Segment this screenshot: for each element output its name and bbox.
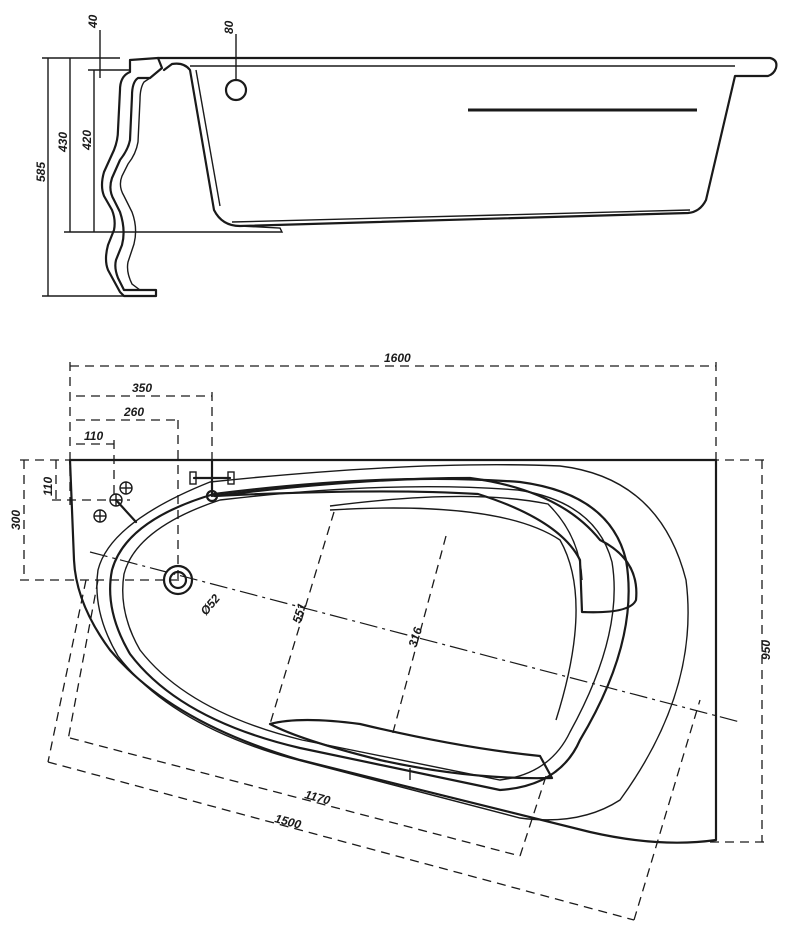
drain-inner	[168, 570, 188, 590]
footrest	[268, 718, 554, 780]
dim-line-1500	[47, 761, 635, 921]
dim-label-430: 430	[56, 132, 70, 153]
dim-label-80: 80	[222, 20, 236, 34]
tub-outer-outline	[68, 458, 718, 844]
dim-ext-1500-left	[47, 579, 87, 763]
dim-label-drain-hole: Ø52	[198, 591, 224, 618]
dim-label-1170: 1170	[303, 787, 332, 807]
dim-ext-1170-right	[519, 769, 549, 857]
tub-bottom-edge	[239, 225, 284, 233]
plan-view: 1600 350 260 110 110 300 551 316 950 117…	[9, 351, 773, 921]
support-leg	[100, 56, 164, 298]
basin-floor-curve	[329, 507, 577, 721]
tub-wall-inner	[195, 69, 221, 207]
tub-inner-basin	[109, 477, 630, 792]
backrest	[212, 476, 638, 614]
dim-label-950: 950	[759, 640, 773, 660]
dim-label-110: 110	[84, 429, 103, 443]
dim-label-551: 551	[290, 601, 310, 625]
dim-ext-1500-right	[633, 699, 701, 921]
dim-label-1500: 1500	[273, 811, 303, 832]
drain-outer	[162, 564, 194, 596]
tub-floor-inner	[231, 209, 691, 223]
dim-label-40: 40	[86, 14, 100, 29]
dim-ext-1170-left	[67, 579, 99, 741]
overflow-valve-icon	[93, 481, 138, 524]
dim-line-316	[391, 535, 447, 737]
center-axis	[89, 551, 741, 723]
side-view: 40 80 585 430 420	[34, 14, 778, 298]
dim-line-1170	[69, 737, 521, 857]
overflow-hole	[224, 78, 248, 102]
tub-side-outline	[156, 56, 778, 228]
support-leg-inner	[119, 77, 151, 291]
dim-label-260: 260	[123, 405, 144, 419]
faucet-icon	[189, 458, 235, 503]
dim-label-1600: 1600	[384, 351, 411, 365]
dim-label-585: 585	[34, 162, 48, 182]
dim-label-110-side: 110	[41, 477, 55, 496]
dim-label-350: 350	[132, 381, 152, 395]
backrest-inner	[329, 495, 583, 581]
dim-label-316: 316	[406, 625, 426, 649]
tub-rim-outer	[96, 464, 689, 821]
dim-label-300: 300	[9, 510, 23, 530]
dim-label-420: 420	[80, 130, 94, 151]
tub-inner-basin-edge	[122, 485, 615, 781]
dim-line-551	[269, 511, 335, 725]
